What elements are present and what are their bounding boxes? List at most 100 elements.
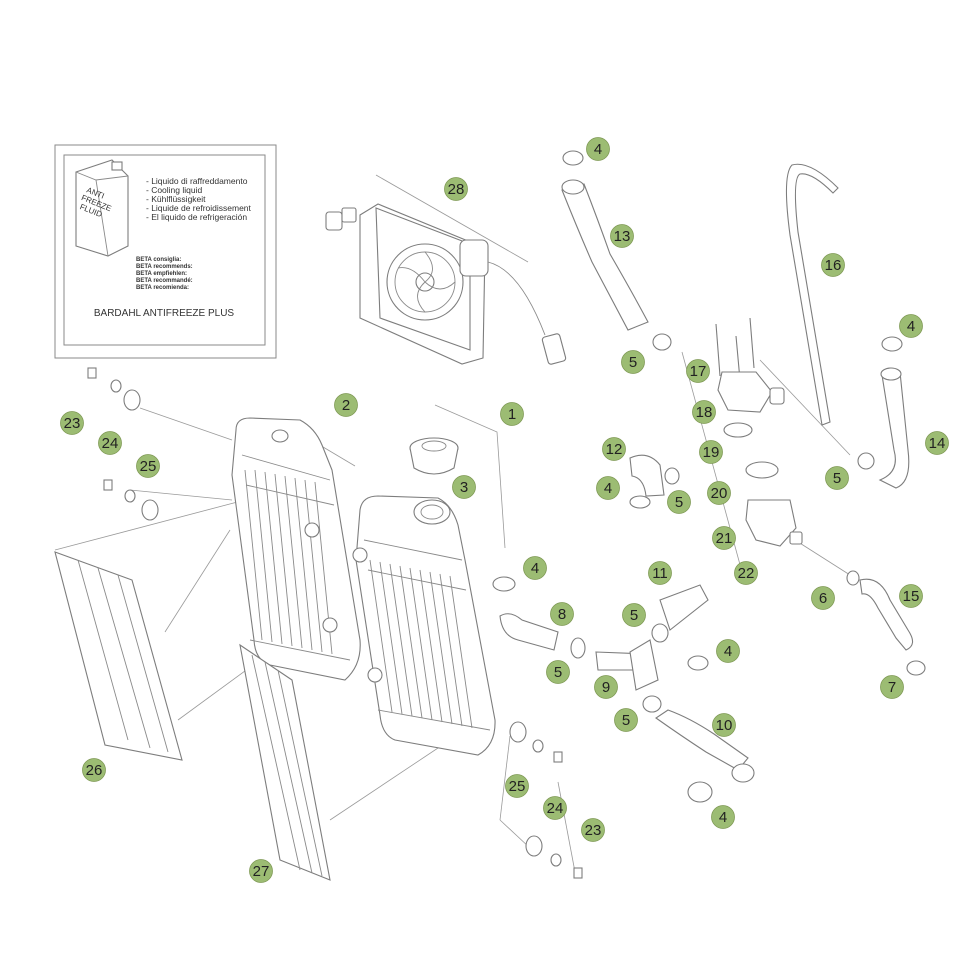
callout-label: 11 bbox=[652, 565, 668, 582]
fluid-name-fr: - Liquide de refroidissement bbox=[146, 203, 252, 213]
fluid-name-it: - Liquido di raffreddamento bbox=[146, 176, 248, 186]
callout-marker bbox=[711, 805, 735, 829]
callout-4: 4 bbox=[899, 314, 923, 338]
callout-21: 21 bbox=[712, 526, 736, 550]
callout-marker bbox=[821, 253, 845, 277]
callout-4: 4 bbox=[523, 556, 547, 580]
callout-4: 4 bbox=[711, 805, 735, 829]
callout-label: 4 bbox=[604, 480, 612, 497]
callout-10: 10 bbox=[712, 713, 736, 737]
callout-24: 24 bbox=[543, 796, 567, 820]
callout-marker bbox=[452, 475, 476, 499]
callout-marker bbox=[712, 713, 736, 737]
overflow-hose bbox=[785, 163, 839, 426]
callout-5: 5 bbox=[622, 603, 646, 627]
right-hose bbox=[857, 336, 910, 489]
callout-6: 6 bbox=[811, 586, 835, 610]
recommend-line-fr: BETA recommandé: bbox=[136, 278, 193, 284]
callout-1: 1 bbox=[500, 402, 524, 426]
svg-text:ANTI FREEZE FL: ANTI FREEZE FLUID bbox=[77, 185, 118, 223]
callout-label: 5 bbox=[630, 607, 638, 624]
callout-24: 24 bbox=[98, 431, 122, 455]
callout-label: 5 bbox=[833, 470, 841, 487]
callout-17: 17 bbox=[686, 359, 710, 383]
callout-16: 16 bbox=[821, 253, 845, 277]
callout-marker bbox=[523, 556, 547, 580]
callout-label: 25 bbox=[140, 458, 157, 475]
callout-22: 22 bbox=[734, 561, 758, 585]
callout-marker bbox=[500, 402, 524, 426]
callout-label: 4 bbox=[594, 141, 602, 158]
callout-marker bbox=[899, 314, 923, 338]
callout-marker bbox=[899, 584, 923, 608]
callout-label: 5 bbox=[629, 354, 637, 371]
right-radiator-grille bbox=[239, 643, 331, 881]
thermostat-assembly bbox=[715, 317, 803, 547]
callout-label: 28 bbox=[448, 181, 465, 198]
callout-marker bbox=[686, 359, 710, 383]
callout-marker bbox=[334, 393, 358, 417]
callout-label: 19 bbox=[703, 444, 720, 461]
callout-28: 28 bbox=[444, 177, 468, 201]
callout-marker bbox=[581, 818, 605, 842]
callout-4: 4 bbox=[596, 476, 620, 500]
callout-marker bbox=[614, 708, 638, 732]
antifreeze-info-box: ANTI FREEZE FLUID - Liquido di raffredda… bbox=[54, 144, 277, 359]
callout-marker bbox=[546, 660, 570, 684]
callout-label: 27 bbox=[253, 863, 270, 880]
callout-marker bbox=[880, 675, 904, 699]
callout-label: 4 bbox=[531, 560, 539, 577]
callout-marker bbox=[622, 603, 646, 627]
callout-marker bbox=[648, 561, 672, 585]
recommend-line-it: BETA consiglia: bbox=[136, 257, 181, 263]
callout-marker bbox=[667, 490, 691, 514]
callout-27: 27 bbox=[249, 859, 273, 883]
callout-label: 24 bbox=[547, 800, 564, 817]
callout-label: 24 bbox=[102, 435, 119, 452]
callout-label: 16 bbox=[825, 257, 842, 274]
elbow-fitting bbox=[629, 454, 680, 509]
callout-5: 5 bbox=[667, 490, 691, 514]
callout-label: 3 bbox=[460, 479, 468, 496]
callout-label: 14 bbox=[929, 435, 946, 452]
callout-23: 23 bbox=[60, 411, 84, 435]
callout-label: 23 bbox=[585, 822, 602, 839]
callout-label: 9 bbox=[602, 679, 610, 696]
callout-23: 23 bbox=[581, 818, 605, 842]
callout-3: 3 bbox=[452, 475, 476, 499]
callout-2: 2 bbox=[334, 393, 358, 417]
fluid-name-de: - Kühlflüssigkeit bbox=[146, 194, 206, 204]
callout-marker bbox=[60, 411, 84, 435]
callout-5: 5 bbox=[621, 350, 645, 374]
radiator-fan bbox=[325, 203, 567, 365]
product-name: BARDAHL ANTIFREEZE PLUS bbox=[94, 308, 235, 319]
callout-marker bbox=[586, 137, 610, 161]
callout-5: 5 bbox=[614, 708, 638, 732]
right-radiator bbox=[352, 495, 496, 756]
recommend-line-en: BETA recommends: bbox=[136, 264, 193, 270]
recommend-line-de: BETA empfiehlen: bbox=[136, 271, 187, 277]
callout-20: 20 bbox=[707, 481, 731, 505]
callout-26: 26 bbox=[82, 758, 106, 782]
callout-label: 21 bbox=[716, 530, 733, 547]
callout-label: 4 bbox=[719, 809, 727, 826]
callout-marker bbox=[98, 431, 122, 455]
callout-marker bbox=[692, 400, 716, 424]
svg-text:- Liquido di raffreddamento: - Liquido di raffreddamento - Cooling li… bbox=[146, 176, 253, 222]
callout-25: 25 bbox=[136, 454, 160, 478]
callout-label: 2 bbox=[342, 397, 350, 414]
callout-marker bbox=[543, 796, 567, 820]
callout-12: 12 bbox=[602, 437, 626, 461]
radiator-cap bbox=[409, 437, 459, 475]
left-radiator-grille bbox=[54, 551, 183, 761]
callout-label: 18 bbox=[696, 404, 713, 421]
callout-label: 5 bbox=[675, 494, 683, 511]
callout-8: 8 bbox=[550, 602, 574, 626]
callout-marker bbox=[550, 602, 574, 626]
callout-label: 13 bbox=[614, 228, 631, 245]
callout-marker bbox=[594, 675, 618, 699]
callout-4: 4 bbox=[716, 639, 740, 663]
lower-hoses bbox=[492, 576, 755, 803]
left-radiator bbox=[231, 417, 361, 681]
